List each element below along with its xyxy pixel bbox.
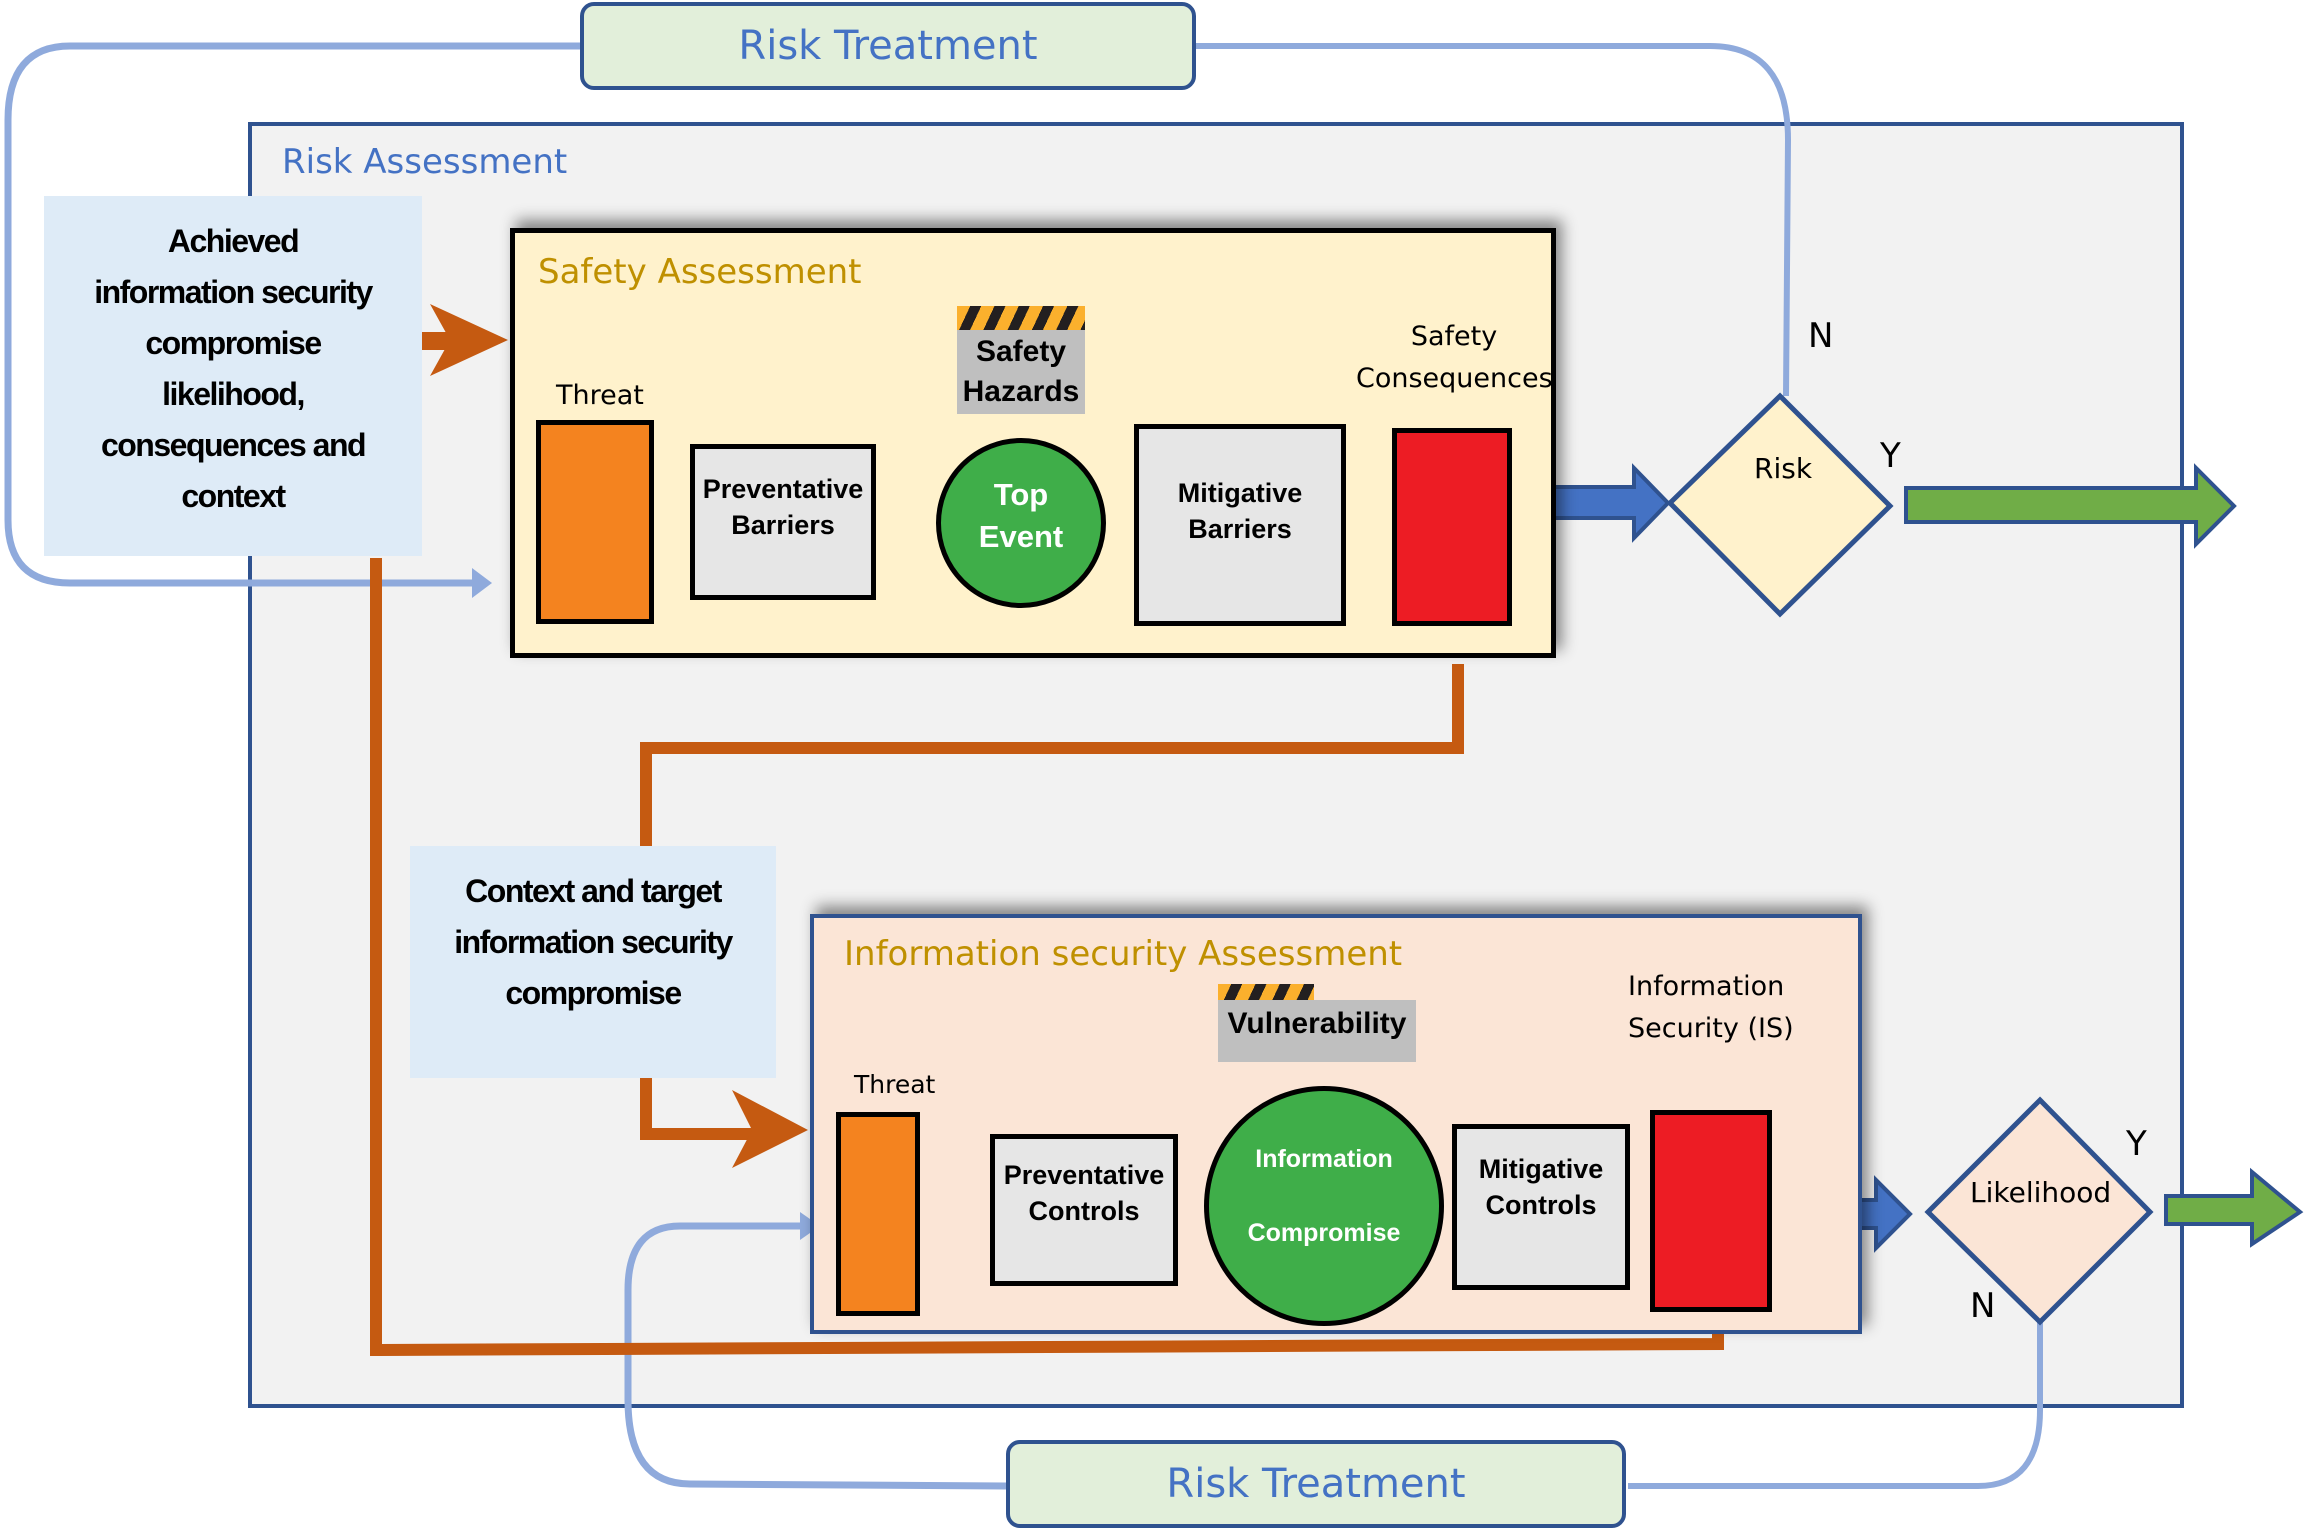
is-threat-block	[836, 1112, 920, 1316]
is-consequence-line1: Information	[1628, 971, 1785, 1002]
risk-treatment-top-box: Risk Treatment	[580, 2, 1196, 90]
is-assessment-label: Information security Assessment	[844, 934, 1403, 974]
is-consequence-block	[1650, 1110, 1772, 1312]
mitigative-barriers-line2: Barriers	[1188, 514, 1292, 544]
achieved-compromise-note: Achieved information security compromise…	[44, 196, 422, 556]
note-line: consequences and	[100, 427, 367, 463]
safety-hazards-line2: Hazards	[962, 375, 1080, 408]
preventative-controls-line2: Controls	[1028, 1196, 1140, 1226]
risk-treatment-bottom-box: Risk Treatment	[1006, 1440, 1626, 1528]
risk-diamond	[1666, 392, 1894, 618]
mitigative-barriers-box: Mitigative Barriers	[1134, 424, 1346, 626]
safety-hazards-sign: Safety Hazards	[957, 330, 1085, 414]
note-line: Context and target	[465, 873, 722, 909]
is-threat-label: Threat	[854, 1070, 936, 1099]
orange-flow-context	[640, 1078, 760, 1140]
note-line: information security	[94, 274, 373, 310]
safety-assessment-label: Safety Assessment	[538, 252, 862, 292]
top-event-circle: Top Event	[936, 438, 1106, 608]
context-target-note: Context and target information security …	[410, 846, 776, 1078]
green-arrow-from-risk	[1904, 463, 2237, 549]
note-line: likelihood,	[162, 376, 305, 412]
information-compromise-line2: Compromise	[1247, 1219, 1401, 1247]
risk-treatment-bottom-return	[1628, 1320, 2043, 1489]
likelihood-decision-label: Likelihood	[1970, 1176, 2112, 1209]
loop-arrowhead-safety	[472, 568, 492, 598]
mitigative-controls-line1: Mitigative	[1478, 1154, 1604, 1184]
mitigative-barriers-line1: Mitigative	[1177, 478, 1303, 508]
safety-consequences-line1: Safety	[1410, 321, 1498, 352]
mitigative-controls-box: Mitigative Controls	[1452, 1124, 1630, 1290]
note-line: information security	[454, 924, 733, 960]
safety-consequences-line2: Consequences	[1356, 363, 1553, 394]
preventative-barriers-line1: Preventative	[702, 474, 864, 504]
orange-flow-middle	[640, 664, 1464, 848]
likelihood-no-label: N	[1970, 1286, 1996, 1326]
likelihood-diamond	[1924, 1096, 2154, 1326]
is-consequence-label: Information Security (IS)	[1628, 966, 1794, 1050]
green-arrow-from-likelihood	[2164, 1167, 2304, 1248]
is-consequence-line2: Security (IS)	[1628, 1013, 1794, 1044]
safety-threat-label: Threat	[556, 380, 644, 411]
risk-treatment-top-return	[1196, 43, 1792, 397]
safety-threat-block	[536, 420, 654, 624]
safety-hazard-stripes	[957, 306, 1085, 330]
information-compromise-line1: Information	[1255, 1145, 1393, 1173]
orange-arrowhead-is	[732, 1090, 808, 1168]
risk-treatment-bottom-loop	[624, 1222, 1007, 1490]
preventative-controls-box: Preventative Controls	[990, 1134, 1178, 1286]
preventative-controls-line1: Preventative	[1003, 1160, 1165, 1190]
safety-consequences-label: Safety Consequences	[1356, 316, 1553, 400]
preventative-barriers-box: Preventative Barriers	[690, 444, 876, 600]
information-compromise-circle: Information Compromise	[1204, 1086, 1444, 1326]
note-line: context	[181, 478, 286, 514]
note-line: compromise	[145, 325, 322, 361]
preventative-barriers-line2: Barriers	[731, 510, 835, 540]
is-hazard-stripes	[1218, 984, 1314, 1002]
risk-assessment-label: Risk Assessment	[282, 142, 568, 182]
top-event-line1: Top	[993, 477, 1049, 512]
safety-consequences-block	[1392, 428, 1512, 626]
risk-treatment-top-loop	[4, 42, 582, 587]
risk-yes-label: Y	[1880, 436, 1901, 476]
risk-decision-label: Risk	[1754, 452, 1813, 485]
risk-no-label: N	[1808, 316, 1834, 356]
note-line: compromise	[505, 975, 682, 1011]
mitigative-controls-line2: Controls	[1485, 1190, 1597, 1220]
top-event-line2: Event	[978, 519, 1064, 554]
vulnerability-sign: Vulnerability	[1218, 1000, 1416, 1062]
likelihood-yes-label: Y	[2126, 1124, 2147, 1164]
note-line: Achieved	[167, 223, 300, 259]
orange-arrowhead-safety	[430, 304, 508, 376]
safety-hazards-line1: Safety	[975, 335, 1067, 368]
